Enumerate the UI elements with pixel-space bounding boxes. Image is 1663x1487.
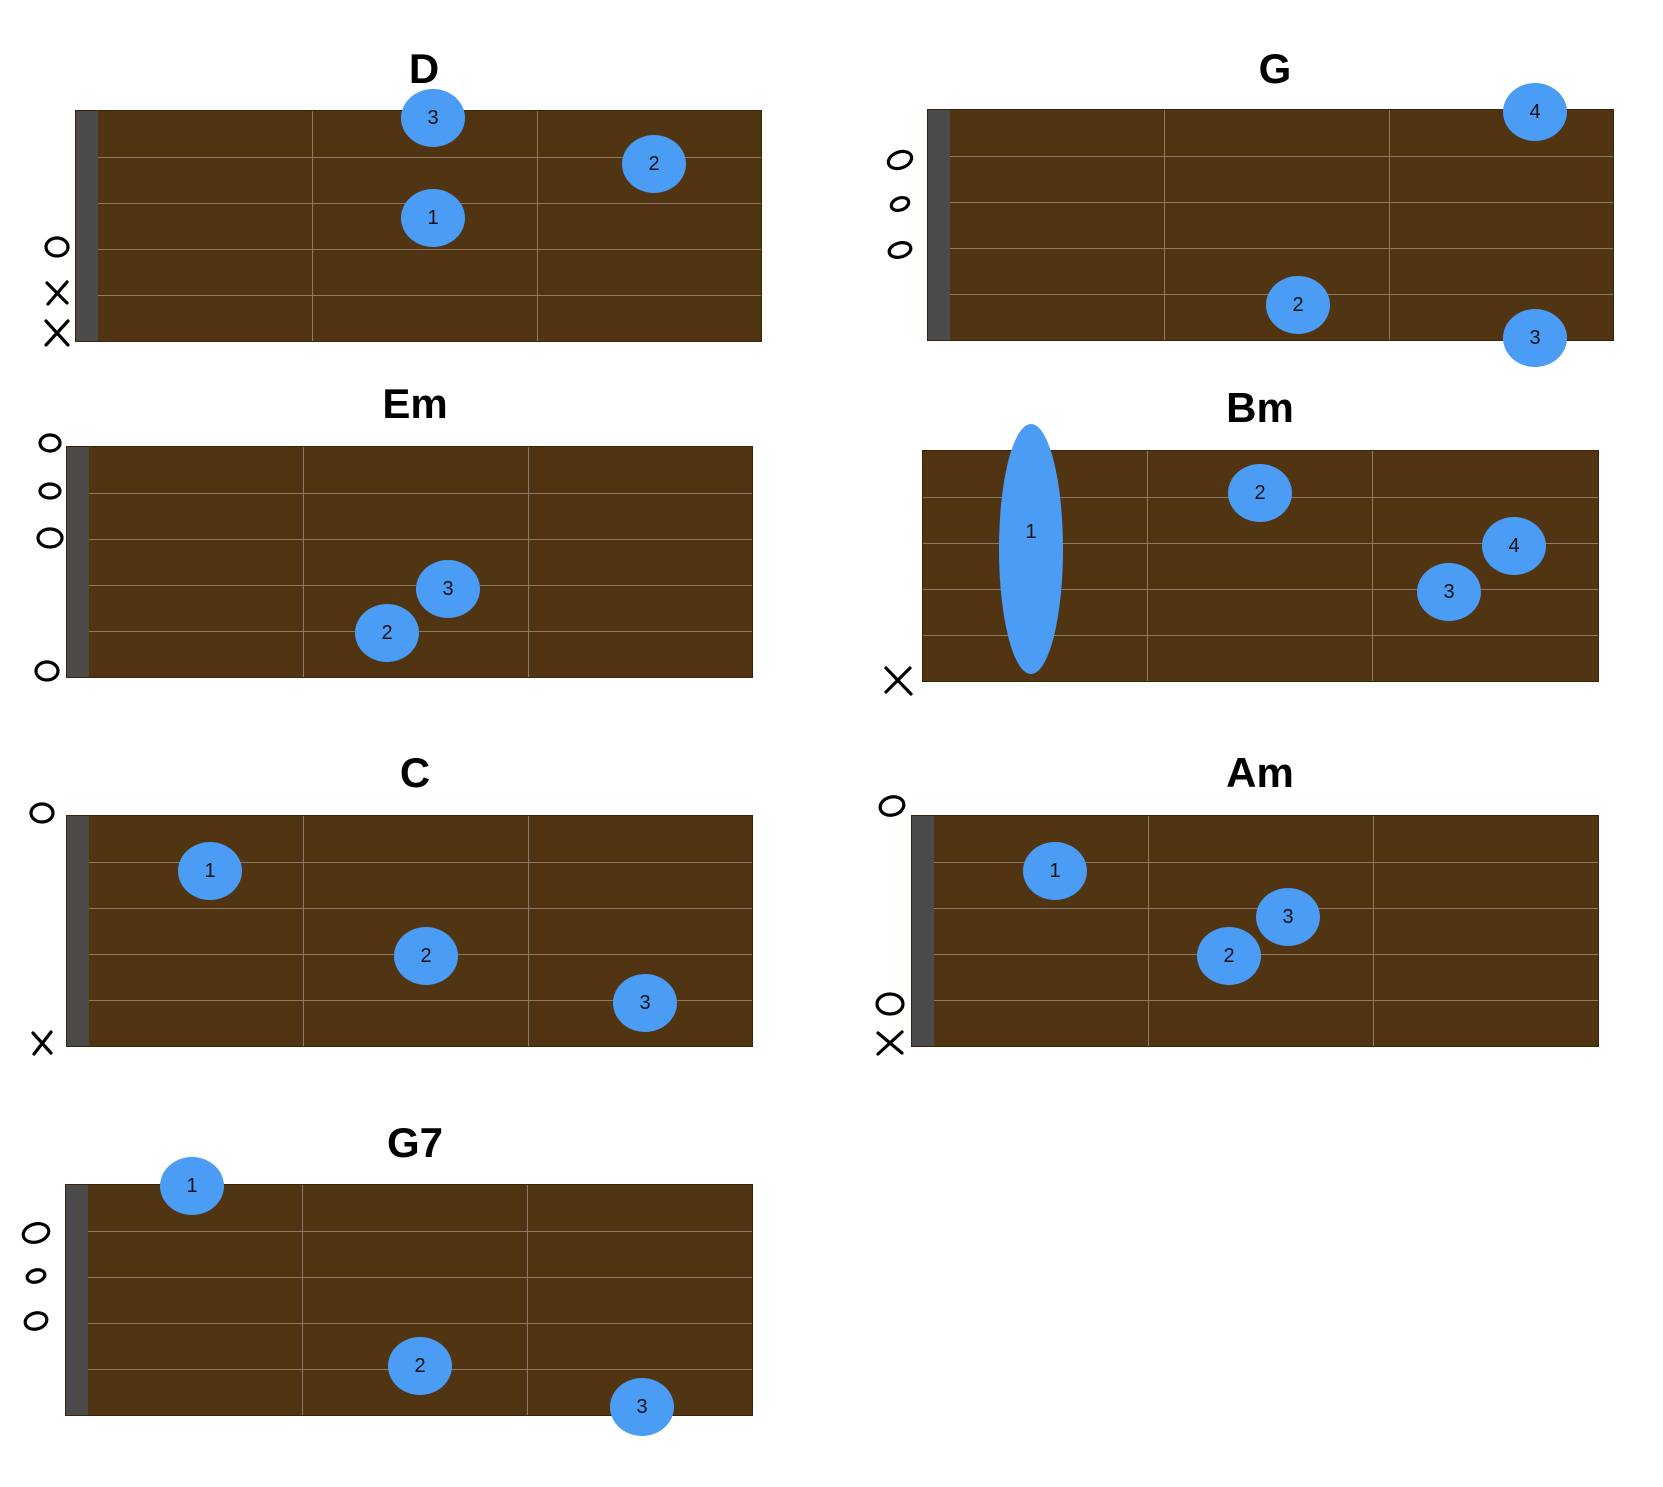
finger-dot: 1 (401, 189, 465, 247)
nut (928, 110, 950, 340)
fret-line (527, 1185, 528, 1415)
muted-string-icon (31, 1030, 53, 1056)
fretboard: 1 2 4 3 (922, 424, 1599, 682)
string-line (89, 862, 752, 863)
nut (912, 816, 934, 1046)
fret-line (1389, 110, 1390, 340)
fretboard: 4 2 3 (927, 83, 1614, 367)
finger-dot: 2 (388, 1337, 452, 1395)
string-line (923, 589, 1598, 590)
fretboard: 3 2 (66, 446, 753, 678)
string-line (88, 1231, 752, 1232)
finger-dot: 4 (1503, 83, 1567, 141)
fret-line (303, 816, 304, 1046)
fret-line (303, 447, 304, 677)
open-string-icon (44, 236, 70, 258)
string-line (934, 1000, 1598, 1001)
finger-dot: 2 (1197, 927, 1261, 985)
string-line (89, 493, 752, 494)
open-string-icon (875, 992, 905, 1016)
chord-title: G (1258, 45, 1292, 92)
string-line (923, 543, 1598, 544)
muted-string-icon (884, 666, 913, 696)
open-string-icon (23, 1311, 49, 1331)
nut (66, 1185, 88, 1415)
finger-dot: 2 (394, 927, 458, 985)
fret-line (1372, 451, 1373, 681)
fret-line (1164, 110, 1165, 340)
open-string-icon (38, 482, 62, 500)
open-string-icon (25, 1268, 47, 1284)
fretboard: 1 3 2 (911, 815, 1599, 1047)
chord-title: D (408, 45, 440, 92)
finger-dot: 3 (613, 974, 677, 1032)
finger-dot: 4 (1482, 517, 1546, 575)
chord-title: G7 (386, 1119, 444, 1166)
string-line (89, 631, 752, 632)
open-string-icon (887, 241, 913, 259)
open-string-icon (29, 802, 55, 824)
chord-title: Em (382, 380, 448, 427)
open-string-icon (36, 527, 64, 549)
open-string-icon (21, 1222, 51, 1244)
finger-dot: 2 (1228, 464, 1292, 522)
finger-dot: 3 (1417, 563, 1481, 621)
fret-line (1148, 816, 1149, 1046)
finger-dot: 3 (1256, 888, 1320, 946)
chord-title: Bm (1226, 384, 1294, 431)
finger-dot: 2 (355, 604, 419, 662)
finger-dot: 1 (178, 842, 242, 900)
nut (67, 816, 89, 1046)
string-line (89, 908, 752, 909)
string-line (88, 1323, 752, 1324)
open-string-icon (34, 660, 60, 682)
chord-title: C (399, 749, 431, 796)
chord-title: Am (1226, 749, 1294, 796)
string-line (934, 862, 1598, 863)
string-line (98, 157, 761, 158)
finger-dot: 1 (160, 1157, 224, 1215)
fretboard: 3 2 1 (75, 89, 762, 342)
muted-string-icon (876, 1030, 904, 1056)
string-line (98, 295, 761, 296)
finger-dot: 2 (1266, 276, 1330, 334)
fret-line (1373, 816, 1374, 1046)
fret-line (1147, 451, 1148, 681)
finger-dot: 3 (1503, 309, 1567, 367)
string-line (923, 635, 1598, 636)
string-line (934, 954, 1598, 955)
open-string-icon (889, 195, 911, 213)
open-string-icon (886, 149, 914, 171)
nut (67, 447, 89, 677)
finger-dot: 3 (416, 560, 480, 618)
fret-line (302, 1185, 303, 1415)
fretboard: 1 2 3 (66, 815, 753, 1047)
open-string-icon (878, 795, 906, 817)
barre-dot: 1 (999, 424, 1063, 674)
fretboard: 1 2 3 (65, 1157, 753, 1436)
string-line (98, 249, 761, 250)
nut (76, 111, 98, 341)
finger-dot: 3 (401, 89, 465, 147)
fret-line (537, 111, 538, 341)
finger-dot: 2 (622, 135, 686, 193)
muted-string-icon (44, 319, 70, 347)
muted-string-icon (45, 280, 69, 306)
finger-dot: 1 (1023, 842, 1087, 900)
string-line (89, 1000, 752, 1001)
string-line (89, 539, 752, 540)
open-string-icon (38, 433, 62, 453)
string-line (950, 202, 1613, 203)
finger-dot: 3 (610, 1378, 674, 1436)
string-line (950, 248, 1613, 249)
fret-line (528, 447, 529, 677)
string-line (950, 156, 1613, 157)
fret-line (528, 816, 529, 1046)
fret-line (312, 111, 313, 341)
string-line (88, 1277, 752, 1278)
